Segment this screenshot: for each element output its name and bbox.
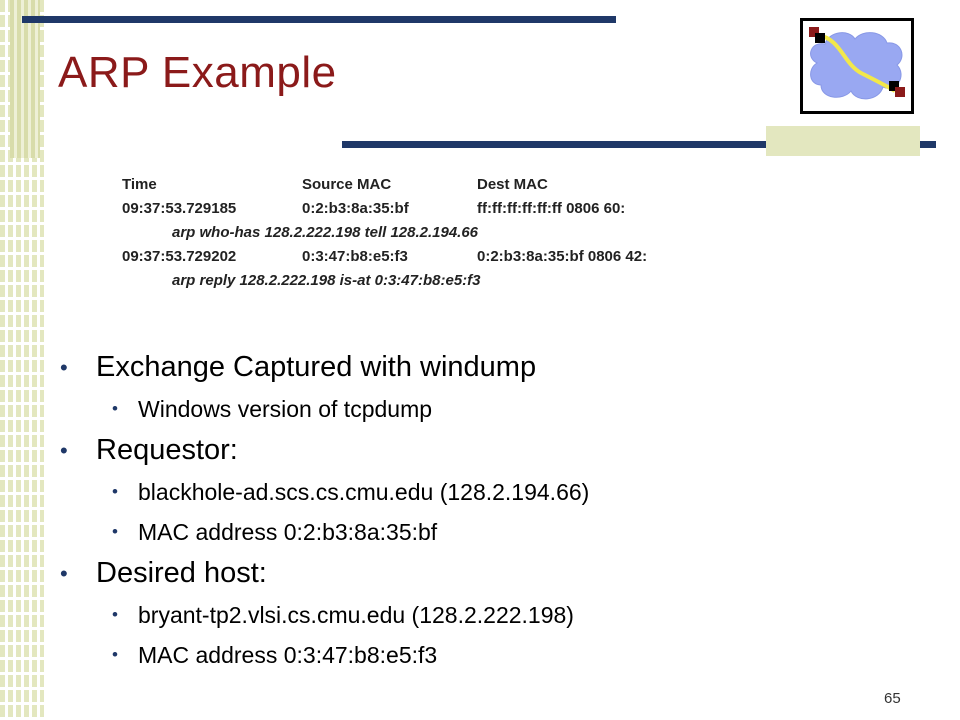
bullet-item: • Requestor: bbox=[60, 429, 589, 472]
bullet-list: • Exchange Captured with windump • Windo… bbox=[60, 346, 589, 675]
bullet-item: • Exchange Captured with windump bbox=[60, 346, 589, 389]
sub-bullet-item: • bryant-tp2.vlsi.cs.cmu.edu (128.2.222.… bbox=[60, 595, 589, 635]
bullet-text: Exchange Captured with windump bbox=[96, 351, 537, 383]
bullet-text: Requestor: bbox=[96, 434, 238, 466]
trace-header-dest: Dest MAC bbox=[477, 176, 548, 193]
trace-dest-mac: ff:ff:ff:ff:ff:ff 0806 60: bbox=[477, 200, 626, 217]
trace-time: 09:37:53.729185 bbox=[122, 200, 237, 217]
slide-title: ARP Example bbox=[58, 48, 337, 97]
sub-bullet-text: blackhole-ad.scs.cs.cmu.edu (128.2.194.6… bbox=[138, 479, 590, 505]
left-decorative-bar bbox=[10, 0, 40, 158]
sub-bullet-item: • MAC address 0:2:b3:8a:35:bf bbox=[60, 512, 589, 552]
decorative-block bbox=[766, 126, 920, 156]
trace-source-mac: 0:2:b3:8a:35:bf bbox=[302, 200, 409, 217]
trace-header-source: Source MAC bbox=[302, 176, 392, 193]
sub-bullet-item: • MAC address 0:3:47:b8:e5:f3 bbox=[60, 635, 589, 675]
sub-bullet-item: • Windows version of tcpdump bbox=[60, 389, 589, 429]
trace-header-time: Time bbox=[122, 176, 157, 193]
trace-dest-mac: 0:2:b3:8a:35:bf 0806 42: bbox=[477, 248, 648, 265]
title-underline-rule bbox=[342, 141, 936, 148]
bullet-dot-icon: • bbox=[112, 605, 118, 624]
bullet-dot-icon: • bbox=[112, 522, 118, 541]
bullet-dot-icon: • bbox=[60, 561, 68, 586]
bullet-text: Desired host: bbox=[96, 557, 267, 589]
bullet-dot-icon: • bbox=[60, 438, 68, 463]
sub-bullet-text: Windows version of tcpdump bbox=[138, 396, 433, 422]
bullet-item: • Desired host: bbox=[60, 552, 589, 595]
bullet-dot-icon: • bbox=[112, 399, 118, 418]
top-rule bbox=[22, 16, 616, 23]
trace-time: 09:37:53.729202 bbox=[122, 248, 237, 265]
trace-arp-info: arp who-has 128.2.222.198 tell 128.2.194… bbox=[172, 224, 479, 241]
sub-bullet-text: MAC address 0:2:b3:8a:35:bf bbox=[138, 519, 438, 545]
trace-source-mac: 0:3:47:b8:e5:f3 bbox=[302, 248, 408, 265]
sub-bullet-item: • blackhole-ad.scs.cs.cmu.edu (128.2.194… bbox=[60, 472, 589, 512]
page-number: 65 bbox=[884, 690, 901, 707]
trace-arp-info: arp reply 128.2.222.198 is-at 0:3:47:b8:… bbox=[172, 272, 481, 289]
bullet-dot-icon: • bbox=[112, 645, 118, 664]
network-cloud-icon bbox=[800, 18, 914, 114]
bullet-dot-icon: • bbox=[112, 482, 118, 501]
bullet-dot-icon: • bbox=[60, 355, 68, 380]
sub-bullet-text: bryant-tp2.vlsi.cs.cmu.edu (128.2.222.19… bbox=[138, 602, 574, 628]
sub-bullet-text: MAC address 0:3:47:b8:e5:f3 bbox=[138, 642, 438, 668]
